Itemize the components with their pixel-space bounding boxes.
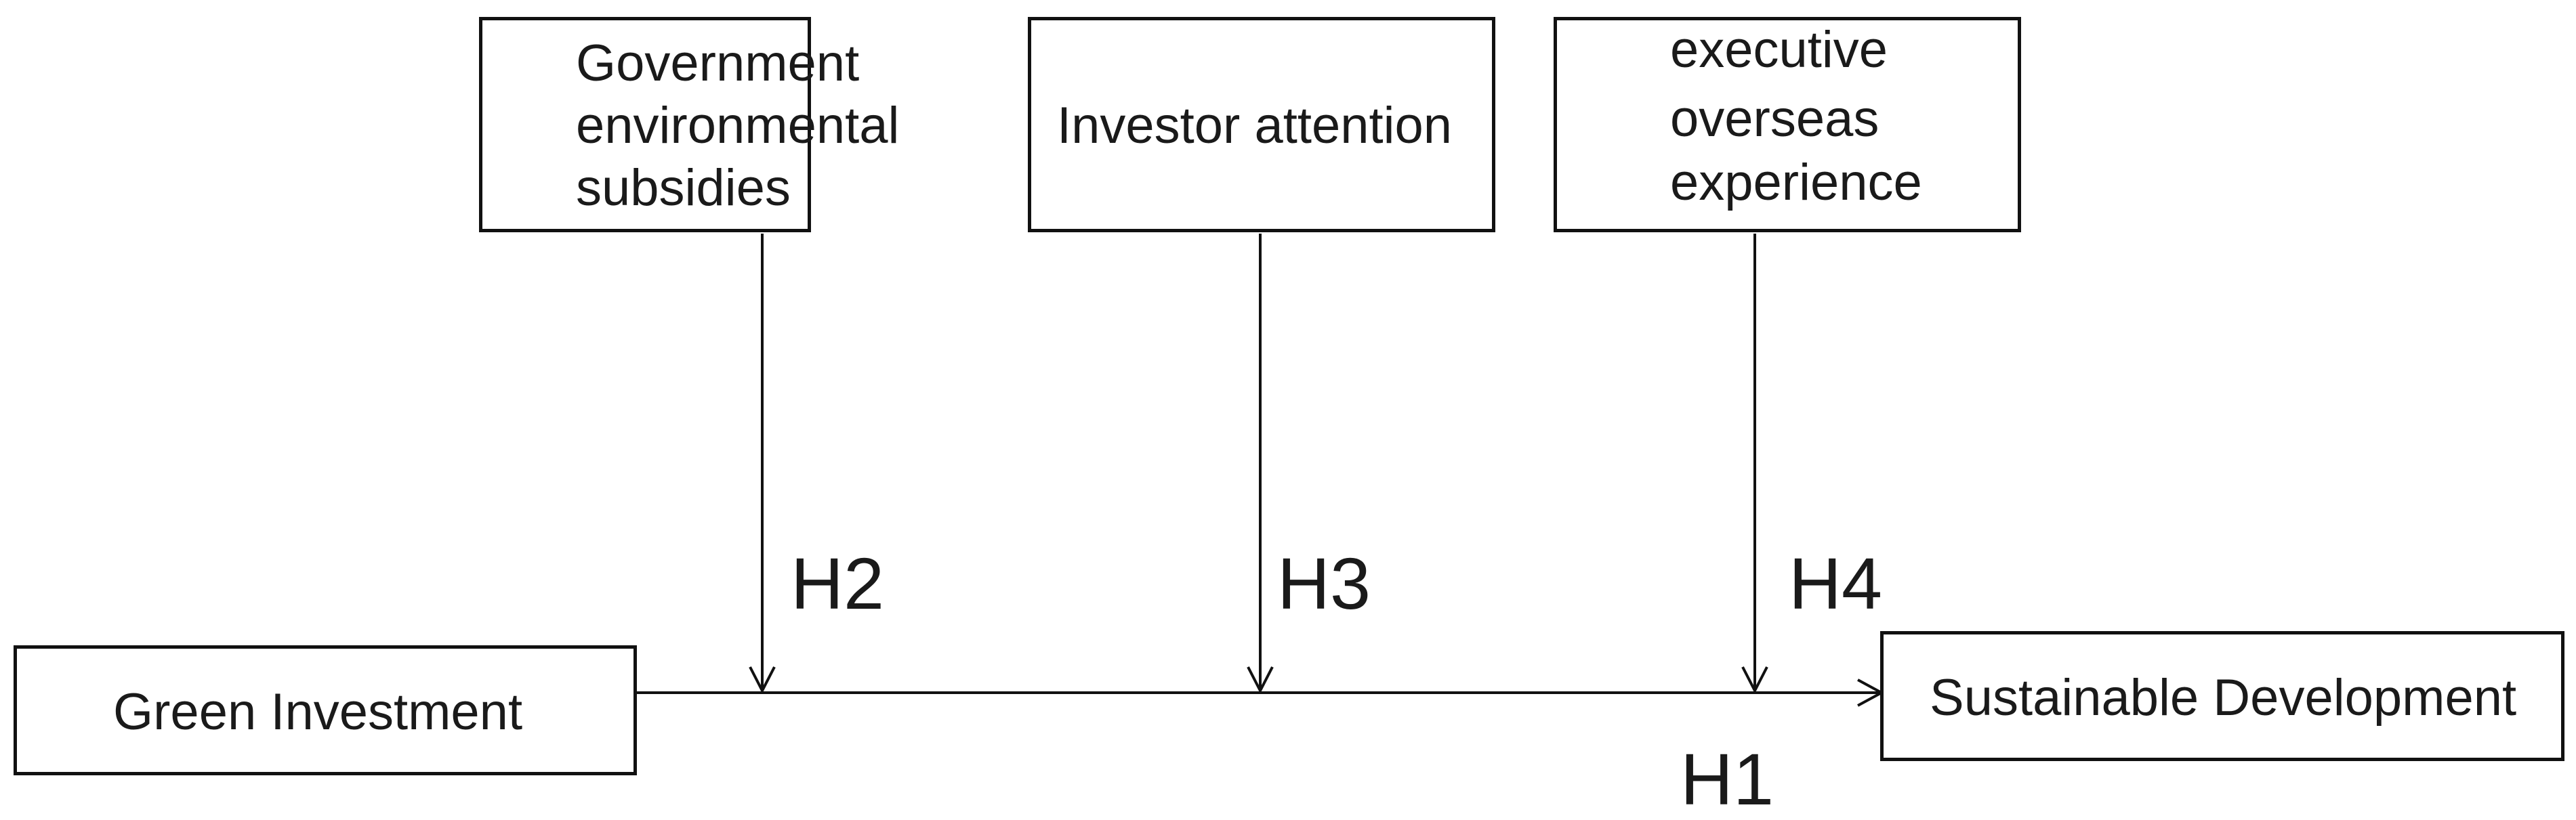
moderator-label-3-line-3: experience — [1670, 154, 1922, 211]
dependent-variable-label: Sustainable Development — [1930, 669, 2517, 727]
hypothesis-label-h4: H4 — [1789, 542, 1883, 624]
moderator-label-3-line-2: overseas — [1670, 90, 1879, 148]
moderator-box-government-subsidies — [479, 17, 811, 232]
dependent-variable-box — [1880, 631, 2564, 761]
independent-variable-box — [14, 645, 637, 775]
moderator-arrowhead-1 — [749, 666, 776, 694]
moderator-label-1-line-1: Government — [576, 35, 860, 92]
moderator-box-executive-experience — [1554, 17, 2021, 232]
moderator-arrowhead-2 — [1247, 666, 1274, 694]
moderator-box-investor-attention — [1028, 17, 1495, 232]
moderator-label-1-line-2: environmental — [576, 97, 900, 154]
independent-variable-label: Green Investment — [113, 683, 523, 741]
hypothesis-label-h1: H1 — [1680, 738, 1774, 820]
moderator-label-1-line-3: subsidies — [576, 159, 791, 217]
moderator-label-2-line-1: Investor attention — [1057, 97, 1453, 154]
moderator-arrowhead-3 — [1741, 666, 1768, 694]
hypothesis-label-h3: H3 — [1277, 542, 1371, 624]
moderator-label-3-line-1: executive — [1670, 21, 1888, 79]
hypothesis-label-h2: H2 — [791, 542, 885, 624]
